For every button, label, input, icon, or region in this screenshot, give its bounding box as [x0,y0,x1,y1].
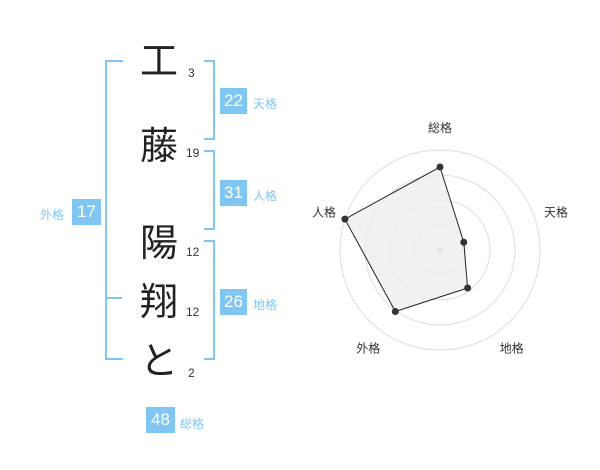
radar-point [464,284,472,292]
radar-point [436,163,444,171]
outer-bracket [105,60,123,360]
tenkaku-bracket [204,60,215,140]
tenkaku-badge: 22 [220,88,247,114]
radar-axis-label: 天格 [544,204,568,219]
stroke-count-3: 12 [186,245,200,259]
radar-point [460,238,468,246]
jinkaku-bracket [204,150,215,230]
radar-axis-label: 地格 [500,341,524,356]
name-char-2: 藤 [140,124,179,168]
name-char-5: と [140,339,179,383]
radar-axis-label: 人格 [312,204,336,219]
name-char-3: 陽 [140,221,179,265]
jinkaku-badge: 31 [220,180,247,206]
tenkaku-label: 天格 [253,97,278,111]
soukaku-badge: 48 [146,407,175,433]
radar-ring [339,149,541,351]
stroke-count-5: 2 [188,366,195,380]
chikaku-badge: 26 [220,289,247,315]
soukaku-label: 総格 [180,417,205,431]
gaikaku-label: 外格 [40,208,65,222]
radar-point [341,215,349,223]
radar-axis-label: 総格 [428,120,452,135]
chikaku-label: 地格 [253,298,278,312]
stroke-count-2: 19 [186,146,200,160]
radar-axis-label: 外格 [356,341,380,356]
radar-point [391,307,399,315]
chikaku-bracket [204,240,215,360]
stroke-count-1: 3 [188,66,195,80]
stroke-count-4: 12 [186,305,200,319]
name-char-4: 翔 [140,280,179,324]
gaikaku-badge: 17 [72,199,101,225]
radar-area [344,166,469,313]
name-char-1: 工 [140,39,179,83]
jinkaku-label: 人格 [253,189,278,203]
